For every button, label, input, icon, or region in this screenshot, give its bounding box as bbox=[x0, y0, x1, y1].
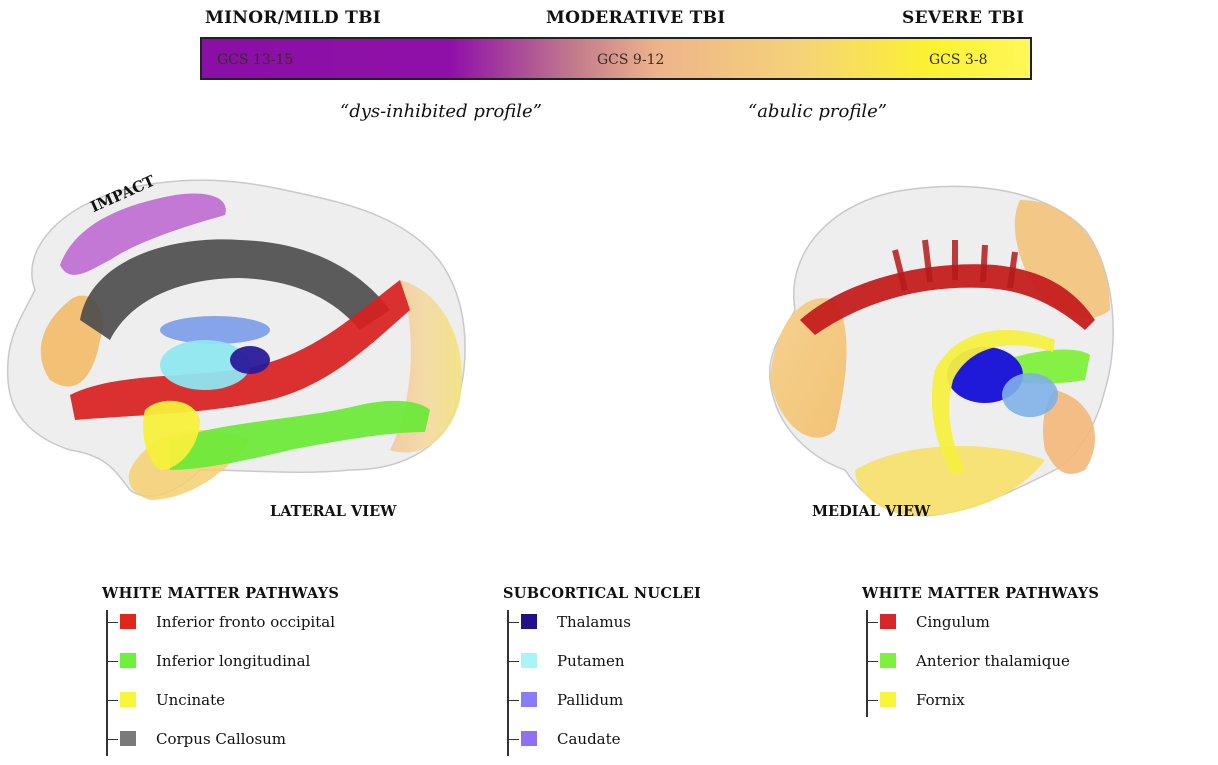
legend-swatch bbox=[120, 731, 136, 746]
legend-swatch bbox=[521, 692, 537, 707]
legend-swatch bbox=[521, 614, 537, 629]
legend-item: Corpus Callosum bbox=[106, 719, 339, 758]
legend-item: Inferior fronto occipital bbox=[106, 602, 339, 641]
abulic-profile-label: “abulic profile” bbox=[748, 101, 887, 122]
severity-gradient-bar: GCS 13-15 GCS 9-12 GCS 3-8 bbox=[200, 37, 1032, 80]
legend-label: Pallidum bbox=[557, 691, 623, 709]
legend-item: Cingulum bbox=[866, 602, 1099, 641]
legend-item: Caudate bbox=[507, 719, 701, 758]
legend-white-matter-medial: WHITE MATTER PATHWAYS Cingulum Anterior … bbox=[862, 585, 1099, 719]
gcs-moderate: GCS 9-12 bbox=[597, 52, 664, 68]
legend-title: SUBCORTICAL NUCLEI bbox=[503, 585, 701, 602]
legend-label: Putamen bbox=[557, 652, 625, 670]
legend-item: Thalamus bbox=[507, 602, 701, 641]
dys-inhibited-profile-label: “dys-inhibited profile” bbox=[340, 101, 542, 122]
legend-swatch bbox=[521, 731, 537, 746]
legend-item: Uncinate bbox=[106, 680, 339, 719]
legend-item: Anterior thalamique bbox=[866, 641, 1099, 680]
legend-label: Caudate bbox=[557, 730, 621, 748]
legend-item: Inferior longitudinal bbox=[106, 641, 339, 680]
legend-swatch bbox=[120, 653, 136, 668]
legend-swatch bbox=[120, 614, 136, 629]
caudate-shape bbox=[160, 316, 270, 344]
legend-item: Pallidum bbox=[507, 680, 701, 719]
medial-brain-illustration bbox=[755, 170, 1115, 540]
moderate-tbi-label: MODERATIVE TBI bbox=[546, 8, 726, 28]
legend-label: Anterior thalamique bbox=[916, 652, 1070, 670]
legend-label: Inferior fronto occipital bbox=[156, 613, 335, 631]
legend-swatch bbox=[880, 692, 896, 707]
gcs-mild: GCS 13-15 bbox=[217, 52, 293, 68]
legend-title: WHITE MATTER PATHWAYS bbox=[102, 585, 339, 602]
legend-label: Thalamus bbox=[557, 613, 631, 631]
legend-label: Corpus Callosum bbox=[156, 730, 286, 748]
gcs-severe: GCS 3-8 bbox=[929, 52, 987, 68]
legend-white-matter-lateral: WHITE MATTER PATHWAYS Inferior fronto oc… bbox=[102, 585, 339, 758]
legend-swatch bbox=[880, 614, 896, 629]
legend-item: Fornix bbox=[866, 680, 1099, 719]
lateral-brain-illustration bbox=[0, 170, 480, 540]
legend-swatch bbox=[880, 653, 896, 668]
legend-label: Inferior longitudinal bbox=[156, 652, 310, 670]
severe-tbi-label: SEVERE TBI bbox=[902, 8, 1024, 28]
legend-swatch bbox=[521, 653, 537, 668]
medial-view-label: MEDIAL VIEW bbox=[812, 503, 930, 520]
legend-item: Putamen bbox=[507, 641, 701, 680]
legend-title: WHITE MATTER PATHWAYS bbox=[862, 585, 1099, 602]
legend-label: Cingulum bbox=[916, 613, 990, 631]
legend-subcortical-nuclei: SUBCORTICAL NUCLEI Thalamus Putamen Pall… bbox=[503, 585, 701, 758]
legend-label: Fornix bbox=[916, 691, 965, 709]
thalamus-shape bbox=[230, 346, 270, 374]
legend-label: Uncinate bbox=[156, 691, 225, 709]
legend-swatch bbox=[120, 692, 136, 707]
medial-putamen-shape bbox=[1002, 373, 1058, 417]
mild-tbi-label: MINOR/MILD TBI bbox=[205, 8, 381, 28]
lateral-view-label: LATERAL VIEW bbox=[270, 503, 396, 520]
